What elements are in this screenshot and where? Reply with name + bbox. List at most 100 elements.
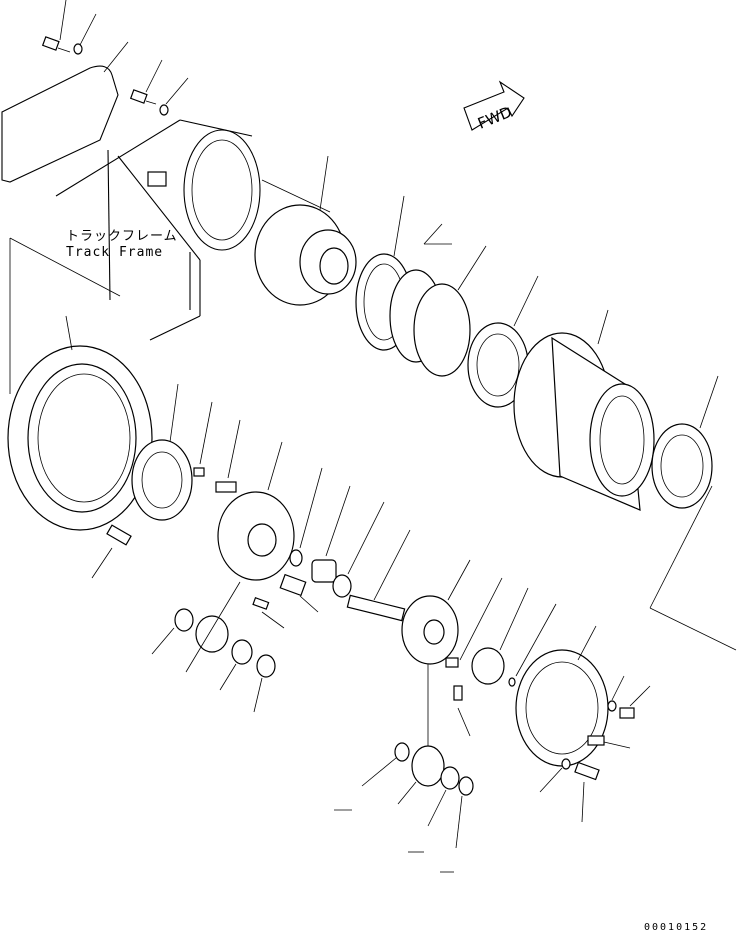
guide-line xyxy=(261,179,331,213)
leader-line xyxy=(513,275,539,327)
cover-plate xyxy=(1,65,119,183)
snap-ring xyxy=(289,549,303,567)
drain-plug xyxy=(587,735,605,746)
leader-line xyxy=(219,663,237,691)
hub-housing xyxy=(513,309,655,511)
leader-line xyxy=(79,13,97,46)
bolt xyxy=(129,89,148,104)
sprocket-bolt xyxy=(106,524,132,546)
cover-bolt-circle xyxy=(525,661,599,755)
leader-line xyxy=(427,789,447,827)
frame-edge xyxy=(107,149,111,301)
planet-bearing xyxy=(195,615,229,653)
leader-line xyxy=(423,223,443,245)
leader-line xyxy=(299,595,319,613)
frame-edge xyxy=(149,315,201,341)
leader-line xyxy=(457,245,487,291)
frame-mount-ring-inner xyxy=(191,139,253,241)
thrust-washer xyxy=(458,776,474,796)
hydraulic-motor xyxy=(254,155,357,306)
washer xyxy=(159,104,169,116)
leader-line xyxy=(581,781,585,823)
leader-line xyxy=(253,677,263,713)
needle-bearing xyxy=(231,639,253,665)
pin xyxy=(445,657,459,668)
frame-mount-ring xyxy=(183,129,261,251)
spacer-outer xyxy=(131,439,193,521)
leader-line xyxy=(199,401,213,465)
snap-ring xyxy=(332,574,352,598)
bearing-inner xyxy=(476,333,520,397)
shaft xyxy=(346,594,406,622)
thrust-washer xyxy=(471,647,505,685)
lock-plate xyxy=(193,467,205,477)
planet-shaft xyxy=(279,573,307,597)
fwd-arrow-icon: FWD xyxy=(463,80,525,133)
leader-line xyxy=(59,0,67,41)
cover-plate-group xyxy=(1,0,189,183)
hub-ring-gear xyxy=(589,383,655,497)
leader-line xyxy=(457,707,471,737)
planet-bearing xyxy=(411,745,445,787)
motor-shaft xyxy=(319,247,349,285)
leader-line xyxy=(539,767,563,793)
leader-line xyxy=(603,741,631,749)
leader-line xyxy=(361,757,397,787)
fwd-label: FWD xyxy=(475,103,514,133)
thrust-washer xyxy=(394,742,410,762)
leader-line xyxy=(577,625,597,661)
planet-bearing-set-left xyxy=(151,581,276,713)
washer xyxy=(73,43,83,55)
leader-line xyxy=(649,607,737,651)
plug xyxy=(508,677,516,687)
leader-line xyxy=(499,587,529,651)
o-ring xyxy=(413,283,471,377)
right-bearing xyxy=(649,375,737,651)
sprocket-bolt-circle xyxy=(27,363,137,513)
leader-line xyxy=(65,315,73,351)
thrust-washer xyxy=(256,654,276,678)
drawing-code: 00010152 xyxy=(644,922,708,933)
leader-line xyxy=(393,195,405,257)
cover-bolt xyxy=(574,761,600,781)
leader-line xyxy=(611,675,625,701)
washer xyxy=(607,700,617,712)
carrier-hub xyxy=(247,523,277,557)
planet-bearing-set-lower xyxy=(334,742,474,873)
thrust-washer xyxy=(174,608,194,632)
plug-bolt xyxy=(619,707,635,719)
end-cover xyxy=(508,603,651,823)
leader-line xyxy=(185,581,241,673)
leader-line xyxy=(103,41,129,73)
needle-bearing xyxy=(440,766,460,790)
bolt-shank xyxy=(57,47,71,53)
leader-line xyxy=(629,685,651,707)
track-frame: トラックフレーム Track Frame xyxy=(55,119,261,341)
leader-line xyxy=(459,577,503,661)
leader-line xyxy=(145,59,163,93)
frame-bracket xyxy=(147,171,167,187)
leader-line xyxy=(397,781,417,805)
sprocket-bore xyxy=(37,373,131,503)
leader-line xyxy=(169,383,179,443)
leader-line xyxy=(649,485,713,609)
cover-body xyxy=(515,649,609,767)
second-carrier xyxy=(401,559,529,748)
leader-line xyxy=(151,627,175,655)
leader-line xyxy=(261,611,285,629)
leader-line xyxy=(447,559,471,601)
leader-line xyxy=(455,795,463,849)
leader-line xyxy=(597,309,609,345)
planetary-carrier xyxy=(217,441,351,629)
leader-line xyxy=(373,529,411,601)
track-frame-en-label: Track Frame xyxy=(66,245,163,260)
spacer-inner xyxy=(141,451,183,509)
leader-line xyxy=(299,467,323,549)
planet-gear xyxy=(311,559,337,583)
leader-line xyxy=(165,77,189,105)
track-frame-jp-label: トラックフレーム xyxy=(66,229,178,244)
leader-line xyxy=(515,603,557,677)
leader-line xyxy=(325,485,351,557)
frame-edge xyxy=(179,119,253,137)
